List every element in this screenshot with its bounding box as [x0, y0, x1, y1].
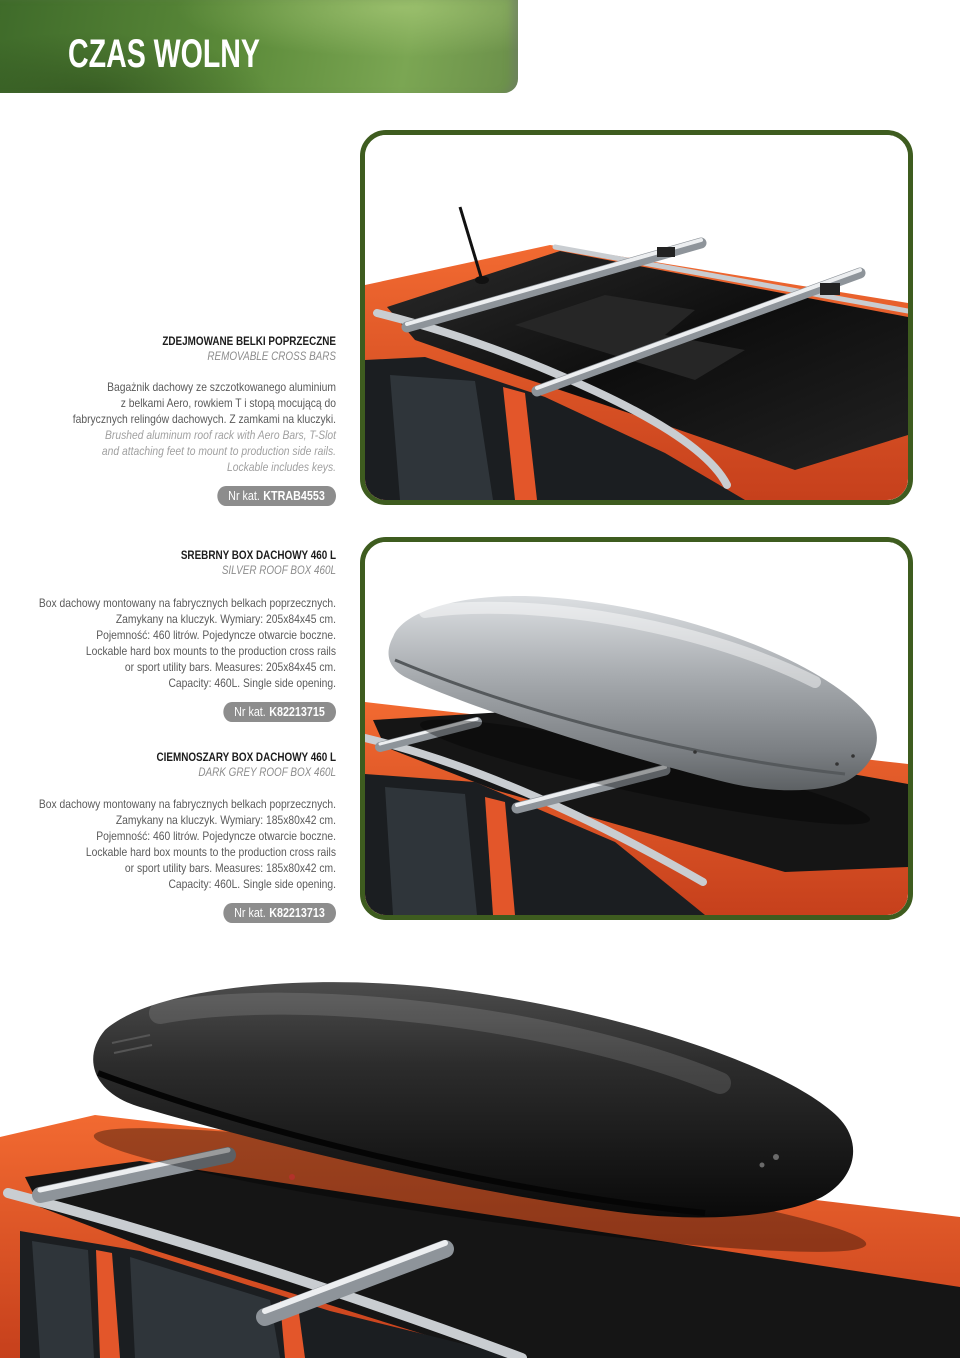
side-rail	[373, 309, 731, 489]
roof-emboss	[515, 295, 745, 380]
roof-box-highlight	[419, 601, 821, 688]
description-line-en: and attaching feet to mount to productio…	[101, 444, 336, 458]
cross-bar-body	[531, 267, 866, 397]
description-line-en: or sport utility bars. Measures: 205x84x…	[124, 660, 336, 674]
window-pillar	[96, 1250, 120, 1358]
description-line-pl: fabrycznych relingów dachowych. Z zamkam…	[72, 412, 337, 426]
product-description: Bagażnik dachowy ze szczotkowanego alumi…	[0, 379, 336, 475]
description-line-en: Lockable includes keys.	[226, 460, 336, 474]
description-line-pl: Bagażnik dachowy ze szczotkowanego alumi…	[107, 380, 336, 394]
cross-bar	[531, 267, 866, 397]
cross-bar-highlight	[378, 717, 479, 746]
photo-cross-bars	[360, 130, 913, 505]
description-line-pl: Zamykany na kluczyk. Wymiary: 185x80x42 …	[115, 813, 336, 827]
description-line-en: Capacity: 460L. Single side opening.	[168, 877, 336, 891]
description-line-pl: Box dachowy montowany na fabrycznych bel…	[38, 596, 336, 610]
description-line-pl: Pojemność: 460 litrów. Pojedyncze otwarc…	[96, 829, 336, 843]
roof-box-shadow	[419, 719, 871, 825]
window-reflection	[130, 1257, 280, 1358]
description-line-en: Lockable hard box mounts to the producti…	[85, 845, 336, 859]
bar-foot	[657, 247, 675, 257]
antenna-base	[475, 276, 489, 284]
window-pillar	[503, 387, 537, 500]
window-reflection	[32, 1241, 94, 1358]
cross-bar-body	[256, 1240, 454, 1326]
cross-bar-body	[32, 1147, 236, 1203]
roof-box-rivet	[773, 1154, 779, 1160]
window-pillar	[485, 797, 515, 915]
description-line-pl: Pojemność: 460 litrów. Pojedyncze otwarc…	[96, 628, 336, 642]
catalog-number-badge: Nr kat.K82213713	[222, 903, 336, 923]
cross-bar	[401, 237, 707, 333]
roof-box-vent	[111, 1034, 153, 1054]
product-title: CIEMNOSZARY BOX DACHOWY 460 L	[156, 752, 336, 764]
description-line-en: Brushed aluminum roof rack with Aero Bar…	[105, 428, 336, 442]
cross-bar	[32, 1147, 236, 1203]
bar-foot	[820, 283, 840, 295]
product-description: Box dachowy montowany na fabrycznych bel…	[0, 595, 336, 691]
roof-box-rivet	[851, 754, 855, 758]
product-block-silver-roof-box: SREBRNY BOX DACHOWY 460 L SILVER ROOF BO…	[0, 549, 336, 722]
car-roof	[25, 1161, 960, 1358]
roof-box-rivet	[693, 750, 697, 754]
roof-box-seam	[394, 658, 846, 776]
description-line-pl: z belkami Aero, rowkiem T i stopą mocują…	[120, 396, 336, 410]
window-reflection	[385, 787, 477, 915]
roof-box-rim	[96, 1070, 706, 1216]
description-line-en: or sport utility bars. Measures: 185x80x…	[124, 861, 336, 875]
catalog-label: Nr kat.	[234, 906, 266, 920]
cross-bar-body	[375, 717, 482, 752]
window-reflection	[390, 375, 493, 500]
section-header-banner: CZAS WOLNY	[0, 0, 518, 93]
catalog-number-badge: Nr kat.K82213715	[222, 702, 336, 722]
description-line-pl: Box dachowy montowany na fabrycznych bel…	[38, 797, 336, 811]
product-description: Box dachowy montowany na fabrycznych bel…	[0, 796, 336, 892]
car-roof	[373, 712, 908, 872]
side-rail	[365, 734, 707, 886]
product-block-cross-bars: ZDEJMOWANE BELKI POPRZECZNE REMOVABLE CR…	[0, 335, 336, 506]
catalog-number: K82213715	[269, 705, 325, 719]
silver-roof-box	[388, 596, 877, 791]
roof-box-rivet	[835, 762, 839, 766]
antenna	[458, 206, 483, 278]
cross-bar	[375, 717, 482, 752]
cross-bar-highlight	[405, 238, 703, 326]
product-title: ZDEJMOWANE BELKI POPRZECZNE	[162, 336, 336, 348]
product-title: SREBRNY BOX DACHOWY 460 L	[180, 550, 336, 562]
silver-roof-box-illustration	[365, 542, 908, 915]
roof-box-highlight	[149, 992, 731, 1094]
roof-box-shadow	[93, 1128, 867, 1252]
cross-bars-illustration	[365, 135, 908, 500]
roof-box-lock	[289, 1174, 295, 1180]
cross-bar-highlight	[515, 765, 667, 807]
dark-roof-box-illustration	[0, 965, 960, 1358]
cross-bar-highlight	[262, 1240, 448, 1314]
cross-bar-body	[511, 764, 671, 814]
cross-bar-body	[401, 237, 707, 333]
cross-bar	[511, 764, 671, 814]
catalog-label: Nr kat.	[234, 705, 266, 719]
cross-bar	[256, 1240, 454, 1326]
catalog-number: KTRAB4553	[263, 489, 325, 503]
description-line-en: Lockable hard box mounts to the producti…	[85, 644, 336, 658]
catalog-label: Nr kat.	[228, 489, 260, 503]
side-rail-far	[552, 244, 908, 314]
cross-bar-highlight	[535, 268, 862, 390]
catalog-number-badge: Nr kat.KTRAB4553	[216, 486, 336, 506]
cross-bar-highlight	[37, 1147, 231, 1193]
section-title: CZAS WOLNY	[68, 32, 260, 76]
product-subtitle: REMOVABLE CROSS BARS	[207, 351, 336, 363]
roof-box-rivet	[759, 1162, 765, 1168]
description-line-en: Capacity: 460L. Single side opening.	[168, 676, 336, 690]
dark-roof-box	[93, 982, 854, 1218]
product-subtitle: SILVER ROOF BOX 460L	[221, 565, 336, 577]
product-subtitle: DARK GREY ROOF BOX 460L	[198, 767, 336, 779]
photo-dark-grey-roof-box	[0, 965, 960, 1358]
photo-silver-roof-box	[360, 537, 913, 920]
description-line-pl: Zamykany na kluczyk. Wymiary: 205x84x45 …	[115, 612, 336, 626]
product-block-dark-grey-roof-box: CIEMNOSZARY BOX DACHOWY 460 L DARK GREY …	[0, 751, 336, 923]
side-rail	[3, 1188, 527, 1358]
catalog-number: K82213713	[269, 906, 325, 920]
